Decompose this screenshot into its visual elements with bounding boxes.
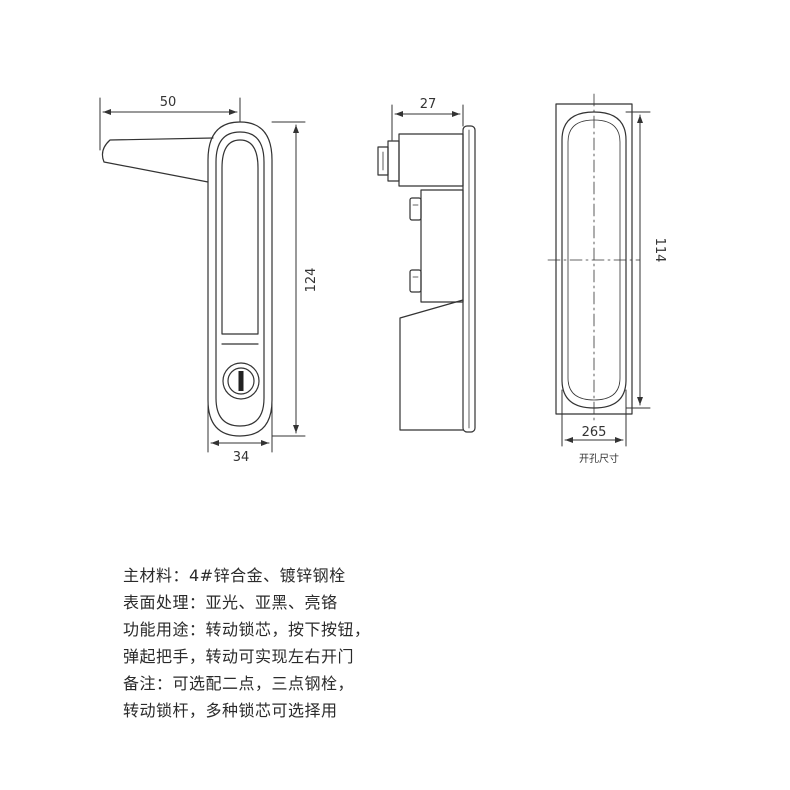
dim-label-34: 34 (233, 450, 250, 465)
spec-note-line1: 备注：可选配二点，三点钢栓， (123, 674, 355, 693)
front-body-inner (215, 131, 265, 427)
spec-note-line2: 转动锁杆，多种锁芯可选择用 (123, 701, 338, 720)
cutout-view (547, 93, 651, 447)
dim-label-124: 124 (304, 268, 319, 293)
handle-lever (101, 137, 214, 183)
spec-function-line2: 弹起把手，转动可实现左右开门 (123, 647, 355, 666)
spec-material: 主材料：4#锌合金、镀锌钢栓 (123, 566, 346, 585)
front-view (99, 97, 306, 453)
cutout-caption: 开孔尺寸 (579, 452, 619, 465)
front-channel (221, 139, 259, 335)
spec-block: 主材料：4#锌合金、镀锌钢栓 表面处理：亚光、亚黑、亮铬 功能用途：转动锁芯，按… (123, 562, 371, 724)
side-housing (399, 299, 464, 431)
dim-label-114: 114 (652, 238, 667, 263)
dim-label-27: 27 (420, 97, 437, 112)
side-body (420, 189, 464, 303)
spec-function-line1: 功能用途：转动锁芯，按下按钮， (123, 620, 371, 639)
spec-finish: 表面处理：亚光、亚黑、亮铬 (123, 593, 338, 612)
lock-cylinder (222, 362, 260, 400)
cutout-outline (561, 111, 627, 409)
dim-label-265: 265 (582, 425, 607, 440)
dim-label-50: 50 (160, 95, 177, 110)
technical-drawing: 50 124 34 27 114 265 开孔尺寸 (99, 93, 667, 465)
side-view (377, 104, 476, 433)
key-slot (238, 371, 244, 391)
